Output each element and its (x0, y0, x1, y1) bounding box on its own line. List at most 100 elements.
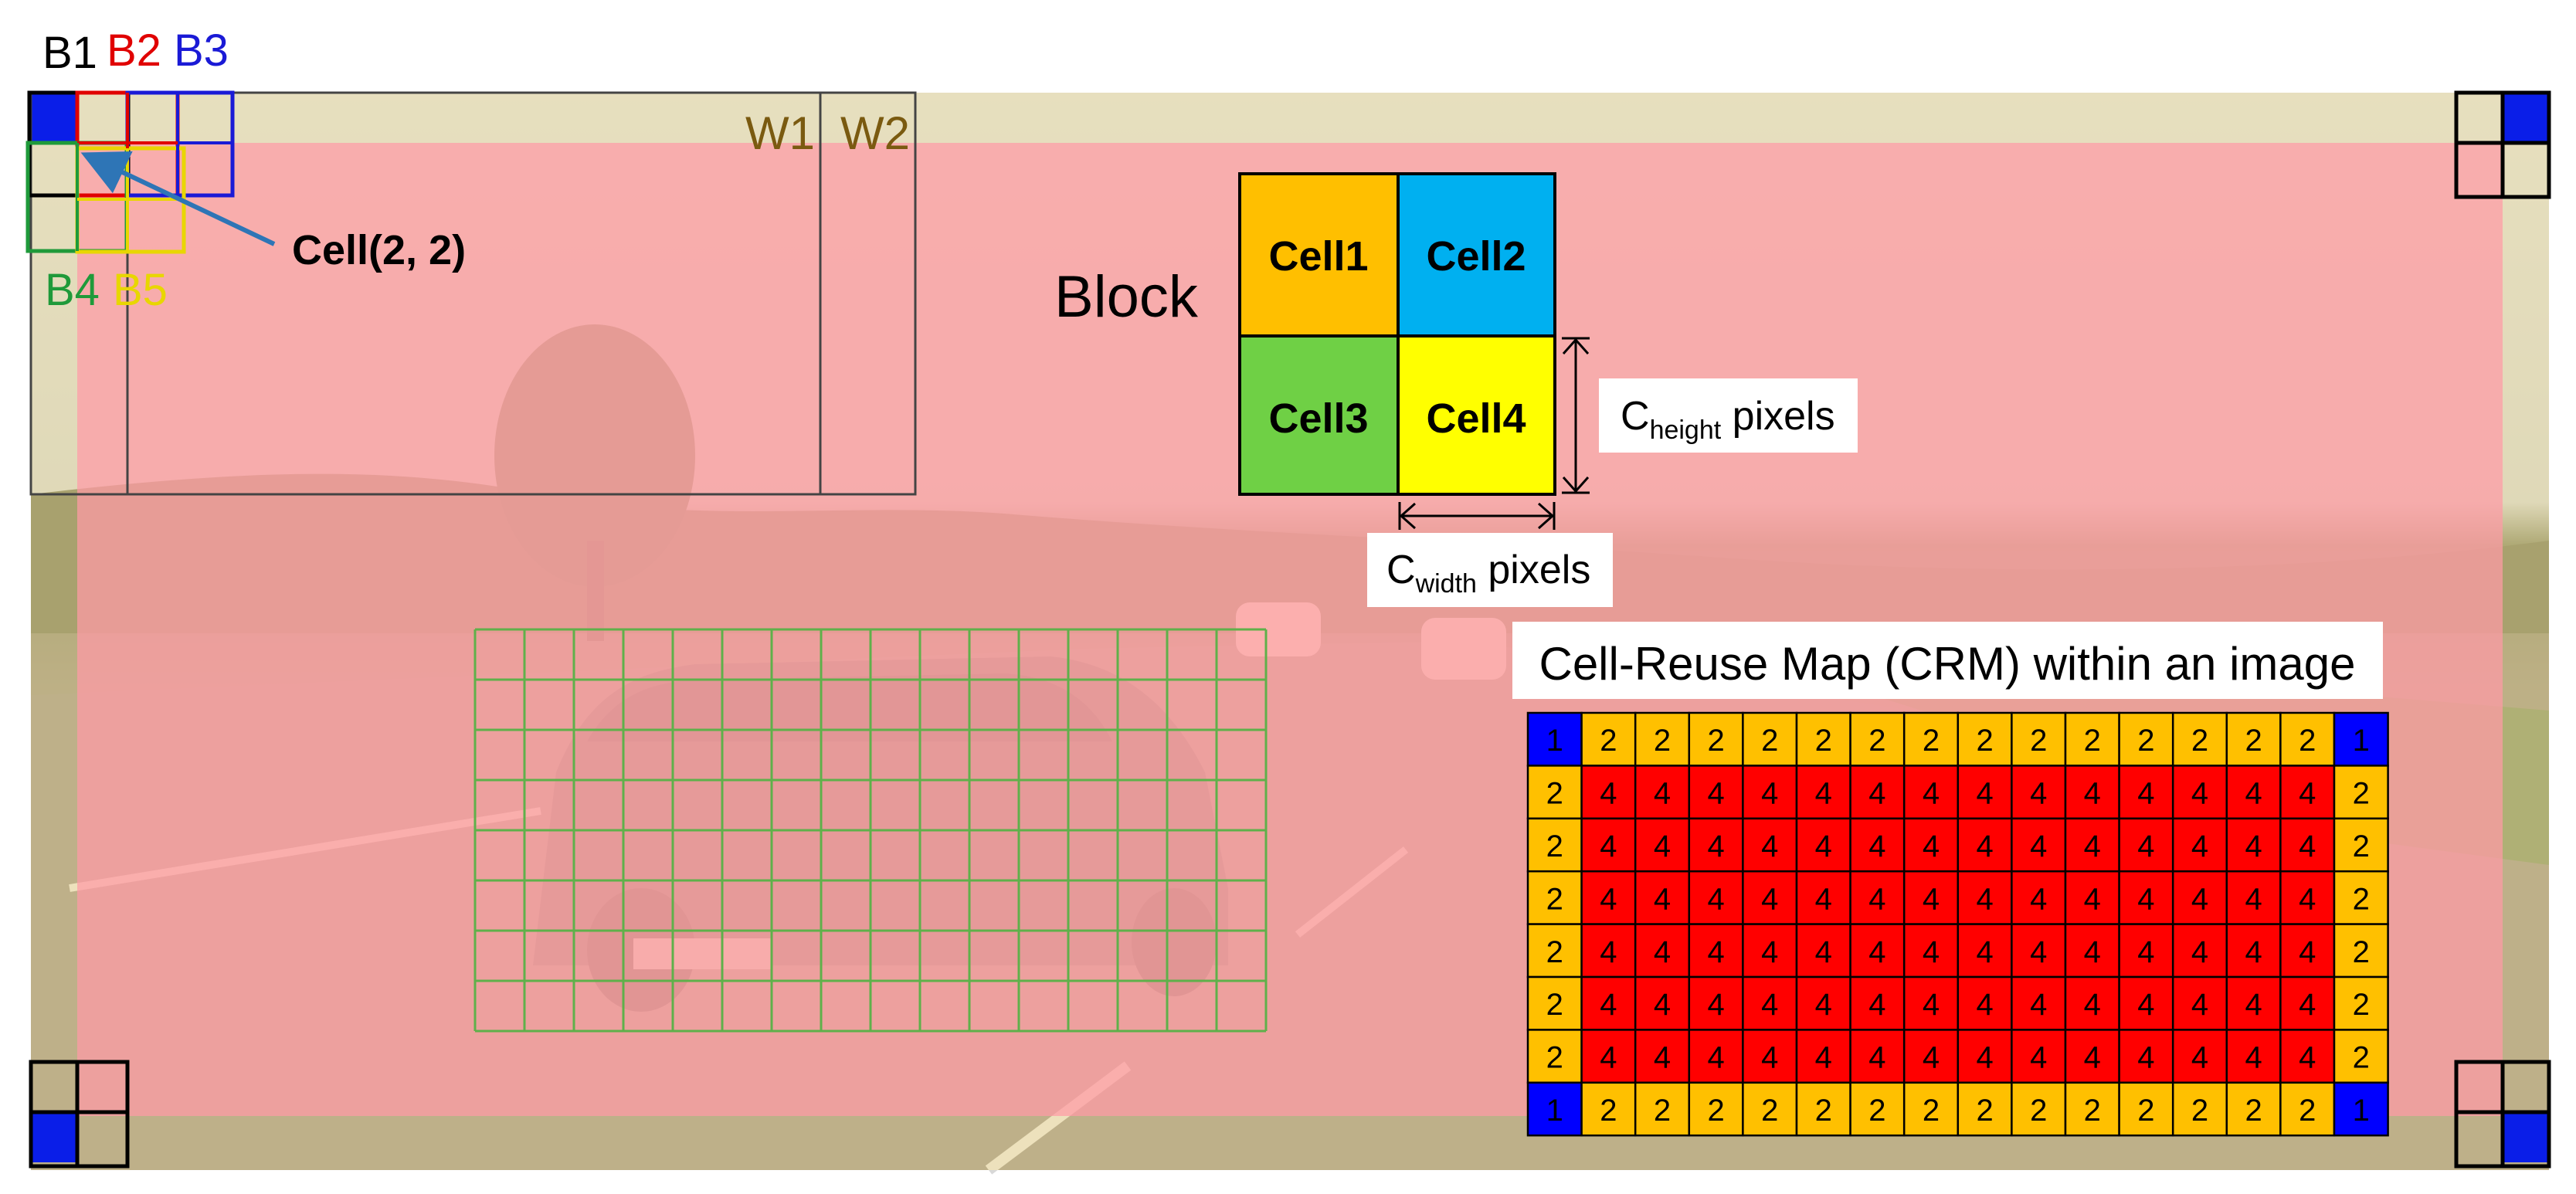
crm-cell (2118, 975, 2174, 1031)
crm-cell-value: 4 (1761, 777, 1778, 811)
crm-cell-value: 2 (2030, 1094, 2047, 1128)
crm-cell-value: 2 (1546, 988, 1563, 1022)
crm-cell-value: 2 (1815, 724, 1832, 758)
crm-cell (2333, 765, 2389, 820)
crm-cell (1688, 765, 1744, 820)
crm-cell-value: 4 (2030, 829, 2047, 863)
corner-cell-bottom-left (31, 1112, 77, 1162)
crm-cell-value: 2 (2353, 829, 2370, 863)
crm-cell (1688, 1029, 1744, 1084)
block-illustration: Block Cell1 Cell2 Cell3 Cell4 Cheight pi… (1054, 172, 1858, 607)
crm-cell-value: 2 (1923, 724, 1940, 758)
crm-cell-value: 4 (2191, 1041, 2208, 1075)
label-block: Block (1054, 264, 1199, 330)
crm-cell (2118, 765, 2174, 820)
crm-cell (1902, 975, 1960, 1031)
crm-cell (2064, 923, 2120, 979)
crm-cell-value: 4 (1761, 988, 1778, 1022)
crm-cell (2333, 975, 2389, 1031)
crm-cell-value: 4 (2030, 882, 2047, 916)
crm-cell-value: 4 (2191, 882, 2208, 916)
crm-cell-value: 4 (2137, 1041, 2154, 1075)
label-b2: B2 (107, 25, 161, 76)
crm-cell-value: 2 (2299, 724, 2316, 758)
crm-cell-value: 4 (1815, 829, 1832, 863)
crm-cell-value: 2 (2353, 1041, 2370, 1075)
crm-cell (2225, 817, 2282, 873)
crm-cell-value: 4 (1761, 935, 1778, 969)
crm-cell (1580, 1029, 1637, 1084)
crm-cell-value: 2 (2353, 935, 2370, 969)
crm-cell-value: 2 (2084, 724, 2101, 758)
crm-cell-value: 4 (1600, 988, 1617, 1022)
crm-cell (2064, 1081, 2120, 1137)
crm-cell-value: 4 (1600, 1041, 1617, 1075)
image-corner-cells (29, 90, 2551, 1169)
crm-cell-value: 2 (1761, 724, 1778, 758)
crm-cell-value: 4 (1707, 988, 1724, 1022)
crm-cell-value: 1 (1546, 724, 1563, 758)
crm-cell-value: 4 (1868, 935, 1885, 969)
crm-cell (1526, 1081, 1583, 1137)
crm-cell-value: 4 (1815, 988, 1832, 1022)
crm-cell-value: 4 (1654, 988, 1671, 1022)
crm-cell (2171, 1081, 2228, 1137)
crm-cell-value: 4 (2137, 882, 2154, 916)
crm-cell-value: 4 (1868, 777, 1885, 811)
crm-cell-value: 4 (2084, 829, 2101, 863)
crm-cell (1580, 711, 1637, 767)
crm-cell (1742, 870, 1798, 925)
crm-cell (1902, 1029, 1960, 1084)
c-height-label-box (1599, 378, 1858, 453)
crm-cell-value: 4 (1976, 1041, 1993, 1075)
crm-cell (1957, 817, 2013, 873)
crm-cell-value: 4 (2191, 988, 2208, 1022)
crm-cell (2118, 923, 2174, 979)
corner-cell-top-right (2503, 93, 2549, 143)
crm-cell-value: 4 (1654, 829, 1671, 863)
corner-cell-bottom-right (2503, 1112, 2549, 1162)
crm-cell-value: 4 (1976, 988, 1993, 1022)
crm-cell-value: 2 (2299, 1094, 2316, 1128)
crm-cell-value: 4 (2299, 935, 2316, 969)
crm-cell-value: 4 (2137, 829, 2154, 863)
label-cell1: Cell1 (1268, 233, 1368, 280)
cell-grid-overlay (473, 628, 1268, 1033)
crm-cell (2118, 711, 2174, 767)
crm-cell-value: 2 (2030, 724, 2047, 758)
label-b3: B3 (174, 25, 229, 76)
crm-cell (1957, 711, 2013, 767)
crm-cell-value: 4 (1600, 777, 1617, 811)
crm-cell-value: 4 (2084, 935, 2101, 969)
crm-cell-value: 4 (2137, 777, 2154, 811)
crm-cell (1634, 1081, 1691, 1137)
crm-cell-value: 4 (1761, 1041, 1778, 1075)
crm-cell-value: 4 (1923, 882, 1940, 916)
arrow (80, 151, 276, 246)
crm-cell (2333, 870, 2389, 925)
label-cell-2-2: Cell(2, 2) (292, 227, 466, 273)
crm-cell-value: 4 (1976, 829, 1993, 863)
label-b5: B5 (113, 265, 168, 315)
crm-cell (2064, 817, 2120, 873)
crm-cell-value: 4 (1707, 1041, 1724, 1075)
crm-title-box (1512, 622, 2383, 699)
crm-cell-value: 2 (2245, 1094, 2262, 1128)
crm-cell-value: 2 (2137, 724, 2154, 758)
crm-cell-value: 2 (2191, 1094, 2208, 1128)
cell3-box (1238, 334, 1400, 496)
crm-cell (1795, 711, 1851, 767)
cell2-box (1397, 172, 1556, 338)
crm-title-text: Cell-Reuse Map (CRM) within an image (1539, 638, 2355, 690)
crm-cell (2118, 1029, 2174, 1084)
crm-cell-value: 2 (1976, 724, 1993, 758)
crm-cell (1957, 975, 2013, 1031)
crm-cell-value: 4 (1815, 935, 1832, 969)
crm-cell-value: 2 (1546, 935, 1563, 969)
crm-cell-value: 4 (2030, 1041, 2047, 1075)
crm-cell (2011, 711, 2067, 767)
cell4-box (1397, 334, 1556, 496)
crm-cell-value: 4 (2137, 935, 2154, 969)
crm-cell (1957, 1081, 2013, 1137)
crm-cell (1688, 923, 1744, 979)
